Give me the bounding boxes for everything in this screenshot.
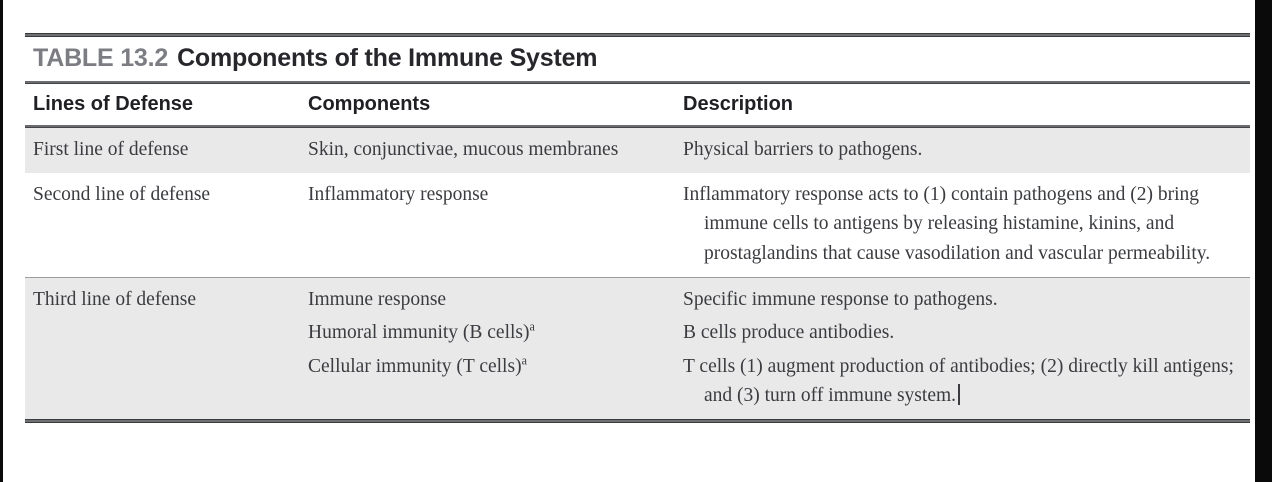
cell-component: Skin, conjunctivae, mucous membranes: [308, 139, 619, 160]
header-bottom-rule: [25, 125, 1250, 128]
cell-description: B cells produce antibodies.: [683, 322, 895, 344]
cell-component: Humoral immunity (B cells)a: [308, 318, 683, 348]
cell-line-of-defense-empty: [25, 352, 308, 411]
letterbox-bar-right: [1255, 0, 1272, 482]
description-text: T cells (1) augment production of antibo…: [683, 355, 1234, 407]
cell-component: Immune response: [308, 288, 447, 310]
table-row: First line of defense Skin, conjunctivae…: [25, 128, 1250, 173]
cell-component: Cellular immunity (T cells)a: [308, 352, 683, 411]
section-divider-rule: [25, 276, 1250, 278]
letterbox-bar-left: [0, 0, 3, 482]
table-13-2: TABLE 13.2 Components of the Immune Syste…: [25, 33, 1250, 423]
cell-description: Inflammatory response acts to (1) contai…: [683, 183, 1211, 264]
table-row: Third line of defense Immune response Sp…: [25, 278, 1250, 317]
cell-component: Inflammatory response: [308, 183, 489, 205]
cell-line-of-defense: Second line of defense: [33, 183, 211, 205]
table-title-text: Components of the Immune System: [177, 44, 598, 72]
table-number: TABLE 13.2: [33, 44, 169, 72]
column-header-components: Components: [308, 93, 431, 115]
footnote-marker: a: [521, 353, 527, 368]
cell-line-of-defense: First line of defense: [33, 139, 189, 160]
title-bottom-rule: [25, 81, 1250, 84]
table-section-second-line: Second line of defense Inflammatory resp…: [25, 172, 1250, 277]
table-row: Cellular immunity (T cells)a T cells (1)…: [25, 350, 1250, 419]
cell-description: T cells (1) augment production of antibo…: [683, 352, 1250, 411]
column-header-description: Description: [683, 93, 794, 115]
cell-line-of-defense-empty: [25, 318, 308, 348]
table-row: Second line of defense Inflammatory resp…: [25, 173, 1250, 277]
cell-description: Physical barriers to pathogens.: [683, 139, 923, 160]
table-header-row: Lines of Defense Components Description: [25, 84, 1250, 125]
table-bottom-rule: [25, 419, 1250, 423]
table-section-first-line: First line of defense Skin, conjunctivae…: [25, 128, 1250, 173]
footnote-marker: a: [529, 319, 535, 334]
table-section-third-line: Third line of defense Immune response Sp…: [25, 277, 1250, 419]
table-row: Humoral immunity (B cells)a B cells prod…: [25, 316, 1250, 350]
component-text: Cellular immunity (T cells): [308, 355, 522, 377]
text-cursor: [958, 384, 961, 406]
component-text: Humoral immunity (B cells): [308, 322, 530, 344]
table-title: TABLE 13.2 Components of the Immune Syste…: [25, 37, 1250, 81]
table-top-rule: [25, 33, 1250, 37]
column-header-lines-of-defense: Lines of Defense: [33, 93, 194, 115]
cell-line-of-defense: Third line of defense: [33, 288, 196, 310]
cell-description: Specific immune response to pathogens.: [683, 288, 998, 310]
